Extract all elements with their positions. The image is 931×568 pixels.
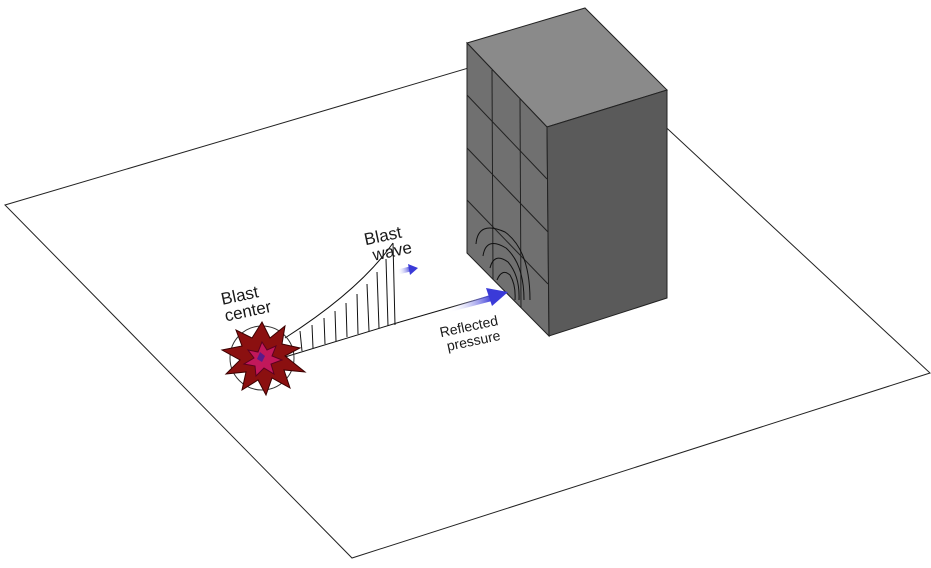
building-side-face — [546, 89, 668, 337]
blast-wave-profile — [284, 242, 401, 358]
building — [466, 7, 668, 338]
label-blast-center: Blast center — [219, 282, 273, 325]
ground-plane — [4, 37, 931, 559]
reflected-pressure-arcs — [475, 227, 531, 301]
blast-center-icon — [220, 320, 307, 397]
blast-wave-arrow — [396, 264, 418, 275]
reflected-pressure-arrow — [448, 288, 508, 312]
